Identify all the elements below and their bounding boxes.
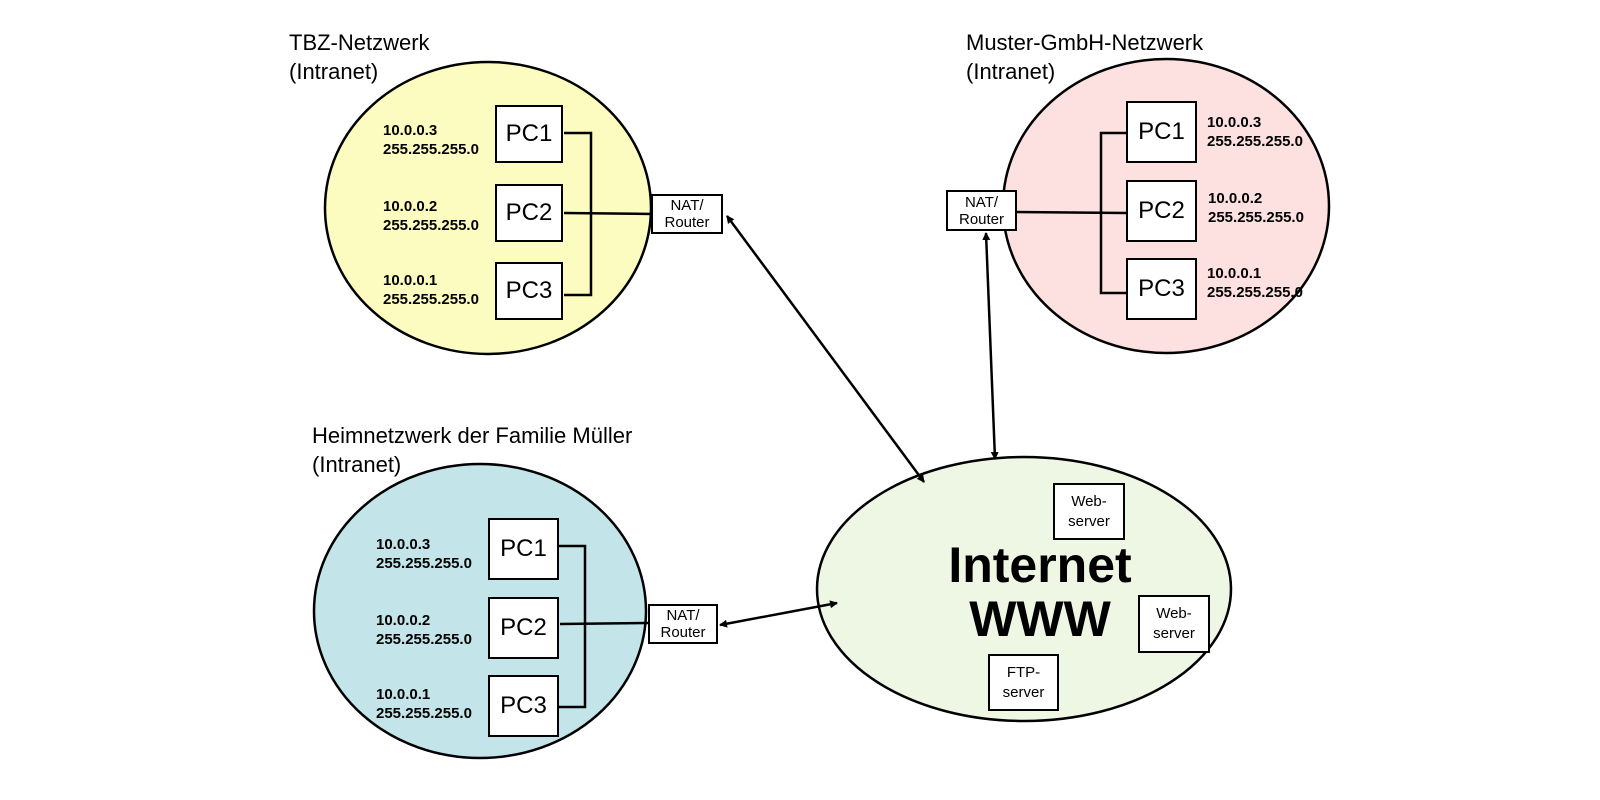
tbz-pc2-address: 10.0.0.2 255.255.255.0 [383, 197, 479, 235]
home-title-line2: (Intranet) [312, 452, 402, 477]
tbz-title-line1: TBZ-Netzwerk [289, 30, 430, 55]
server-label-line1: Web- [1071, 492, 1107, 510]
ip-address: 10.0.0.3 [376, 536, 431, 553]
ip-address: 10.0.0.1 [376, 686, 431, 703]
tbz-bus-lines [563, 131, 654, 297]
tbz-pc2[interactable]: PC2 [495, 184, 563, 242]
muster-pc2-address: 10.0.0.2 255.255.255.0 [1208, 189, 1304, 227]
subnet-mask: 255.255.255.0 [1207, 284, 1303, 301]
pc-label: PC3 [1138, 275, 1185, 302]
router-label-line1: NAT/ [670, 197, 704, 214]
subnet-mask: 255.255.255.0 [383, 141, 479, 158]
muster-title-line2: (Intranet) [966, 59, 1056, 84]
home-bus-lines [559, 544, 649, 709]
muster-to-internet-arrow [982, 232, 999, 460]
ip-address: 10.0.0.3 [383, 122, 438, 139]
tbz-pc3-address: 10.0.0.1 255.255.255.0 [383, 271, 479, 309]
pc-label: PC1 [1138, 118, 1185, 145]
tbz-to-internet-arrow [725, 215, 926, 483]
home-network-title: Heimnetzwerk der Familie Müller (Intrane… [312, 421, 632, 479]
subnet-mask: 255.255.255.0 [376, 631, 472, 648]
ip-address: 10.0.0.2 [383, 198, 438, 215]
internet-label: Internet WWW [940, 538, 1140, 646]
pc-label: PC2 [1138, 197, 1185, 224]
internet-label-line2: WWW [969, 591, 1111, 647]
web-server-1[interactable]: Web- server [1053, 483, 1125, 540]
server-label-line2: server [1068, 512, 1110, 530]
ip-address: 10.0.0.2 [376, 612, 431, 629]
router-label-line1: NAT/ [666, 607, 700, 624]
muster-bus-lines [1015, 131, 1127, 295]
muster-pc2[interactable]: PC2 [1126, 180, 1197, 242]
tbz-network-title: TBZ-Netzwerk (Intranet) [289, 28, 430, 86]
server-label-line2: server [1002, 683, 1045, 701]
home-pc1[interactable]: PC1 [488, 518, 559, 580]
home-to-internet-arrow [719, 600, 838, 628]
home-pc2[interactable]: PC2 [488, 597, 559, 659]
home-pc3[interactable]: PC3 [488, 675, 559, 737]
muster-nat-router[interactable]: NAT/ Router [946, 190, 1017, 231]
muster-network-title: Muster-GmbH-Netzwerk (Intranet) [966, 28, 1203, 86]
server-label-line1: Web- [1156, 605, 1192, 622]
ip-address: 10.0.0.1 [1207, 265, 1262, 282]
tbz-title-line2: (Intranet) [289, 59, 379, 84]
router-label-line2: Router [664, 214, 710, 231]
tbz-pc1[interactable]: PC1 [495, 105, 563, 163]
home-network-ellipse [312, 462, 648, 760]
tbz-nat-router[interactable]: NAT/ Router [651, 194, 723, 234]
subnet-mask: 255.255.255.0 [1207, 133, 1303, 150]
ip-address: 10.0.0.3 [1207, 114, 1262, 131]
ip-address: 10.0.0.1 [383, 272, 438, 289]
ip-address: 10.0.0.2 [1208, 190, 1263, 207]
web-server-2[interactable]: Web- server [1138, 595, 1210, 653]
tbz-pc3[interactable]: PC3 [495, 262, 563, 320]
server-label-line1: FTP- [1006, 663, 1041, 681]
subnet-mask: 255.255.255.0 [376, 705, 472, 722]
server-label-line2: server [1153, 625, 1195, 642]
subnet-mask: 255.255.255.0 [383, 217, 479, 234]
muster-pc1-address: 10.0.0.3 255.255.255.0 [1207, 113, 1303, 151]
muster-title-line1: Muster-GmbH-Netzwerk [966, 30, 1204, 55]
tbz-pc1-address: 10.0.0.3 255.255.255.0 [383, 121, 479, 159]
ftp-server[interactable]: FTP- server [988, 654, 1059, 711]
pc-label: PC2 [505, 199, 553, 226]
pc-label: PC2 [500, 614, 547, 641]
home-nat-router[interactable]: NAT/ Router [648, 604, 718, 644]
muster-pc1[interactable]: PC1 [1126, 101, 1197, 163]
subnet-mask: 255.255.255.0 [376, 555, 472, 572]
router-label-line1: NAT/ [964, 193, 999, 211]
muster-pc3-address: 10.0.0.1 255.255.255.0 [1207, 264, 1303, 302]
internet-ellipse [815, 455, 1233, 723]
router-label-line2: Router [660, 624, 706, 641]
pc-label: PC1 [505, 120, 553, 147]
pc-label: PC3 [500, 692, 547, 719]
pc-label: PC1 [500, 535, 547, 562]
home-pc3-address: 10.0.0.1 255.255.255.0 [376, 685, 472, 723]
home-pc1-address: 10.0.0.3 255.255.255.0 [376, 535, 472, 573]
subnet-mask: 255.255.255.0 [1208, 209, 1304, 226]
home-title-line1: Heimnetzwerk der Familie Müller [312, 423, 633, 448]
muster-pc3[interactable]: PC3 [1126, 258, 1197, 320]
router-label-line2: Router [958, 210, 1005, 228]
pc-label: PC3 [505, 277, 553, 304]
subnet-mask: 255.255.255.0 [383, 291, 479, 308]
home-pc2-address: 10.0.0.2 255.255.255.0 [376, 611, 472, 649]
tbz-network-ellipse [323, 60, 653, 356]
internet-label-line1: Internet [948, 537, 1132, 593]
